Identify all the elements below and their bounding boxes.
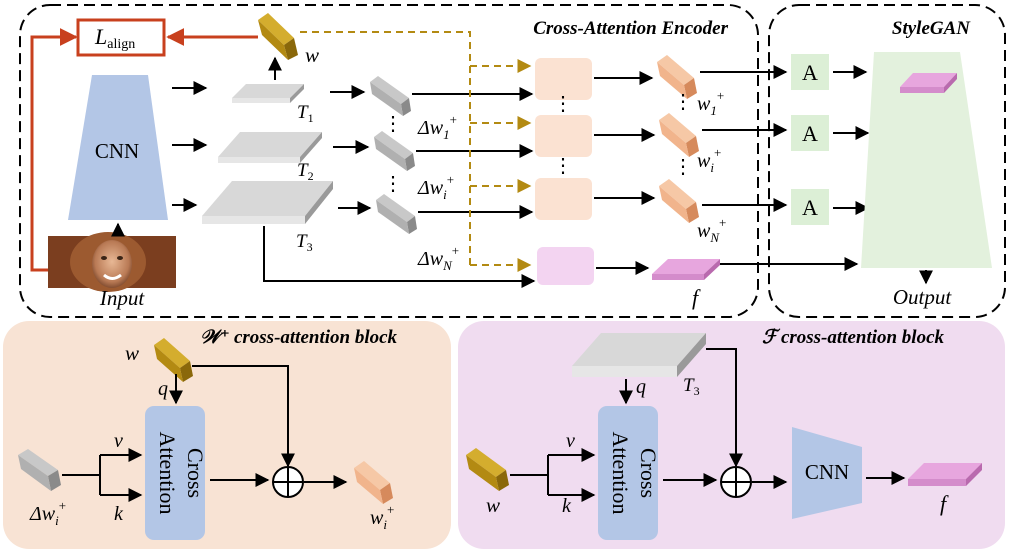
f-label: f	[692, 285, 701, 310]
affine-A-2	[791, 115, 829, 151]
br-t3-label: T3	[683, 375, 700, 398]
affine-A-2-label: A	[802, 121, 818, 146]
dots-right-1: ⋮	[673, 91, 693, 113]
dwi-label: Δwi+	[417, 172, 454, 202]
br-v-label: v	[566, 430, 575, 452]
dots-mid-2: ⋮	[553, 155, 573, 177]
wplus-attention-block-1	[535, 58, 592, 100]
br-cnn-label: CNN	[805, 460, 849, 484]
wplus-attention-block-2	[535, 115, 592, 157]
bl-w-block	[154, 338, 193, 382]
br-cross-attention-box	[598, 406, 658, 540]
bl-cross-attention-box	[145, 406, 205, 540]
feature-map-t2	[218, 132, 322, 163]
br-split-lines	[510, 455, 549, 495]
affine-A-1	[791, 54, 829, 90]
br-f-block	[908, 463, 982, 486]
f-block-panel	[458, 321, 1005, 549]
input-label: Input	[99, 286, 145, 310]
grey-token-block-1	[370, 76, 411, 116]
w-latent-block	[258, 13, 298, 60]
stylegan-const-block	[900, 73, 957, 93]
affine-A-1-label: A	[802, 60, 818, 85]
stylegan-title: StyleGAN	[892, 18, 971, 39]
wplus-attention-block-3	[535, 178, 592, 220]
br-attention-label: Attention	[608, 431, 633, 514]
t3-to-f-block-line	[263, 226, 536, 288]
br-k-label: k	[562, 495, 572, 517]
bl-k-label: k	[114, 503, 124, 525]
dots-right-2: ⋮	[673, 156, 693, 178]
dots-mid-1: ⋮	[553, 93, 573, 115]
loss-line-input	[30, 28, 78, 272]
bl-q-label: q	[158, 378, 168, 400]
feature-map-t3	[202, 181, 333, 224]
grey-token-block-2	[374, 131, 415, 171]
br-t3-feature-map	[572, 333, 706, 377]
br-add-icon	[720, 466, 752, 498]
affine-A-3	[791, 189, 829, 225]
input-face-image	[48, 232, 176, 292]
br-q-label: q	[636, 376, 646, 398]
w1-plus-block	[657, 55, 697, 99]
br-f-label: f	[940, 491, 949, 516]
cnn-encoder	[68, 75, 168, 220]
br-cross-label: Cross	[636, 448, 661, 498]
bl-attention-label: Attention	[155, 431, 180, 514]
dots-left-2: ⋮	[383, 173, 403, 195]
loss-align-label: Lalign	[94, 24, 135, 52]
dwN-label: ΔwN+	[417, 243, 459, 273]
wi-plus-block	[659, 113, 699, 157]
grey-token-block-3	[376, 194, 417, 234]
cnn-label: CNN	[95, 139, 139, 163]
bl-dwi-label: Δwi+	[29, 498, 66, 528]
br-w-label: w	[486, 493, 500, 517]
encoder-title: Cross-Attention Encoder	[533, 18, 728, 39]
bl-w-skip-line	[192, 365, 295, 468]
loss-align-box	[76, 18, 166, 57]
bl-cross-label: Cross	[183, 448, 208, 498]
wplus-block-title: 𝒲⁺cross-attention block	[200, 327, 398, 348]
bl-split-lines	[62, 455, 101, 495]
br-w-block	[466, 448, 509, 491]
bl-dw-block	[18, 449, 61, 491]
w-label: w	[305, 43, 319, 67]
f-attention-block	[537, 247, 594, 285]
output-label: Output	[893, 285, 953, 309]
dw1-label: Δw1+	[417, 112, 457, 142]
bl-v-label: v	[114, 430, 123, 452]
wN-plus-label: wN+	[697, 215, 726, 245]
t1-label: T1	[297, 102, 314, 125]
br-t3-skip-line	[706, 348, 743, 468]
w-broadcast-dashed	[300, 31, 471, 265]
t3-label: T3	[296, 231, 313, 254]
encoder-frame	[19, 4, 759, 318]
br-cnn	[792, 427, 862, 519]
bl-w-label: w	[125, 341, 139, 365]
wplus-block-panel	[3, 321, 451, 549]
dots-left-1: ⋮	[383, 113, 403, 135]
t2-label: T2	[297, 160, 314, 183]
stylegan-generator	[861, 52, 992, 268]
f-feature-block	[652, 259, 720, 280]
bl-wi-label: wi+	[370, 502, 394, 532]
affine-A-3-label: A	[802, 195, 818, 220]
bl-wi-plus-block	[354, 461, 393, 504]
feature-map-t1	[232, 84, 304, 103]
wi-plus-label: wi+	[697, 145, 721, 175]
wN-plus-block	[659, 179, 699, 223]
bl-add-icon	[272, 466, 304, 498]
stylegan-frame	[768, 4, 1006, 318]
w1-plus-label: w1+	[697, 88, 724, 118]
